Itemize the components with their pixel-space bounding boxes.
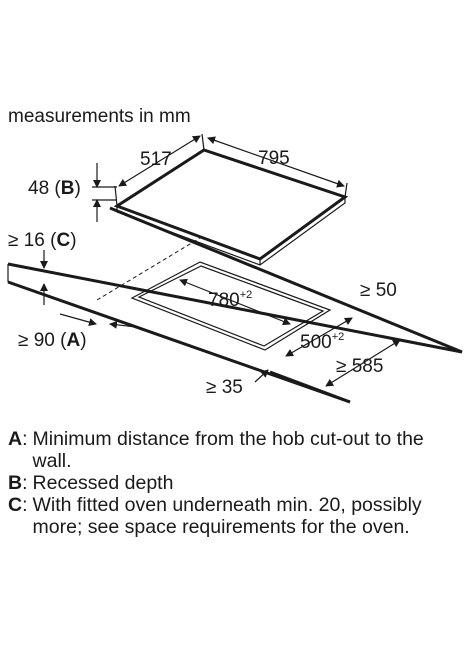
legend-text: With fitted oven underneath min. 20, pos… — [32, 494, 422, 538]
oven-value: ≥ 16 ( — [8, 230, 57, 251]
worktop-top-edge — [109, 206, 463, 354]
hob-depth-dimension — [114, 133, 205, 207]
legend-item-b: B: Recessed depth — [8, 472, 463, 494]
legend-item-a: A: Minimum distance from the hob cut-out… — [8, 428, 463, 472]
legend-text: Minimum distance from the hob cut-out to… — [32, 428, 424, 472]
cutout-depth-label: 500+2 — [300, 331, 344, 353]
cutout-width-dimension — [179, 278, 291, 326]
oven-distance-label: ≥ 16 (C) — [8, 230, 77, 251]
recess-depth-label: 48 (B) — [28, 178, 81, 199]
wall-close: ) — [80, 330, 86, 351]
cutout-depth-dimension — [285, 317, 353, 357]
cutout-width-tolerance: +2 — [240, 289, 253, 301]
oven-key: C — [56, 230, 70, 251]
legend-text: Recessed depth — [32, 472, 174, 494]
cutout-width-label: 780+2 — [208, 289, 252, 311]
front-clearance-label: ≥ 35 — [206, 377, 243, 398]
legend-key: C — [8, 494, 23, 516]
recess-key: B — [61, 178, 75, 199]
worktop-depth-label: ≥ 585 — [336, 356, 383, 377]
cutout-width-value: 780 — [208, 290, 240, 311]
legend-key: B — [8, 472, 23, 494]
cutout-guide-dashed — [96, 237, 201, 301]
wall-distance-dimension — [59, 313, 137, 329]
recess-depth-dimension — [92, 163, 117, 222]
worktop-front-edge — [269, 370, 351, 404]
legend-key: A — [8, 428, 23, 450]
hob-width-label: 795 — [258, 148, 290, 169]
wall-value: ≥ 90 ( — [18, 330, 67, 351]
legend-item-c: C: With fitted oven underneath min. 20, … — [8, 494, 463, 538]
recess-value: 48 ( — [28, 178, 61, 199]
recess-close: ) — [74, 178, 80, 199]
cutout-depth-tolerance: +2 — [332, 331, 345, 343]
hob-width-dimension — [207, 136, 348, 198]
front-clearance-dimension — [254, 369, 269, 383]
wall-key: A — [66, 330, 80, 351]
rear-clearance-label: ≥ 50 — [360, 280, 397, 301]
cutout-depth-value: 500 — [300, 332, 332, 353]
worktop-depth-dimension — [325, 339, 401, 387]
legend: A: Minimum distance from the hob cut-out… — [8, 428, 463, 538]
hob-depth-label: 517 — [140, 149, 172, 170]
wall-distance-label: ≥ 90 (A) — [18, 330, 87, 351]
cutout-outline — [130, 261, 332, 351]
measurements-title: measurements in mm — [8, 106, 191, 127]
oven-close: ) — [70, 230, 76, 251]
